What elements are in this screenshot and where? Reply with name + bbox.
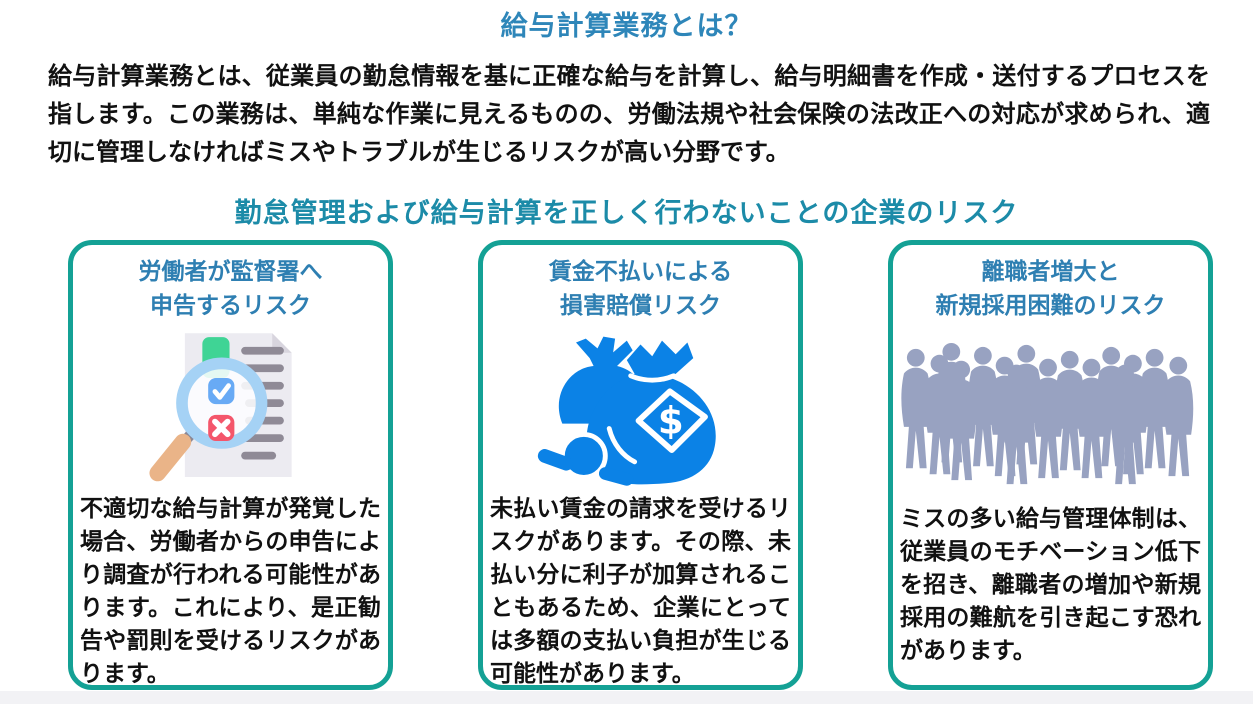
card-body: ミスの多い給与管理体制は、従業員のモチベーション低下を招き、離職者の増加や新規採…	[900, 506, 1201, 664]
risk-cards-row: 労働者が監督署へ 申告するリスク	[68, 240, 1213, 690]
risk-card-turnover: 離職者増大と 新規採用困難のリスク	[888, 240, 1213, 690]
money-bags-icon: $	[490, 329, 791, 489]
card-title: 賃金不払いによる 損害賠償リスク	[548, 259, 733, 319]
card-body: 不適切な給与計算が発覚した場合、労働者からの申告により調査が行われる可能性があり…	[80, 496, 381, 687]
card-body: 未払い賃金の請求を受けるリスクがあります。その際、未払い分に利子が加算されること…	[490, 496, 791, 687]
page-title: 給与計算業務とは？	[500, 11, 753, 42]
risk-card-unpaid-wages: 賃金不払いによる 損害賠償リスク $	[478, 240, 803, 690]
section-title: 勤怠管理および給与計算を正しく行わないことの企業のリスク	[234, 198, 1019, 229]
magnifier-checklist-icon	[80, 329, 381, 489]
risk-card-labor-office: 労働者が監督署へ 申告するリスク	[68, 240, 393, 690]
card-title: 労働者が監督署へ 申告するリスク	[138, 259, 323, 319]
page-bottom-strip	[0, 691, 1253, 704]
crowd-icon	[900, 329, 1201, 499]
svg-text:$: $	[658, 399, 684, 442]
intro-paragraph: 給与計算業務とは、従業員の勤怠情報を基に正確な給与を計算し、給与明細書を作成・送…	[48, 62, 1210, 166]
card-title: 離職者増大と 新規採用困難のリスク	[935, 259, 1166, 319]
